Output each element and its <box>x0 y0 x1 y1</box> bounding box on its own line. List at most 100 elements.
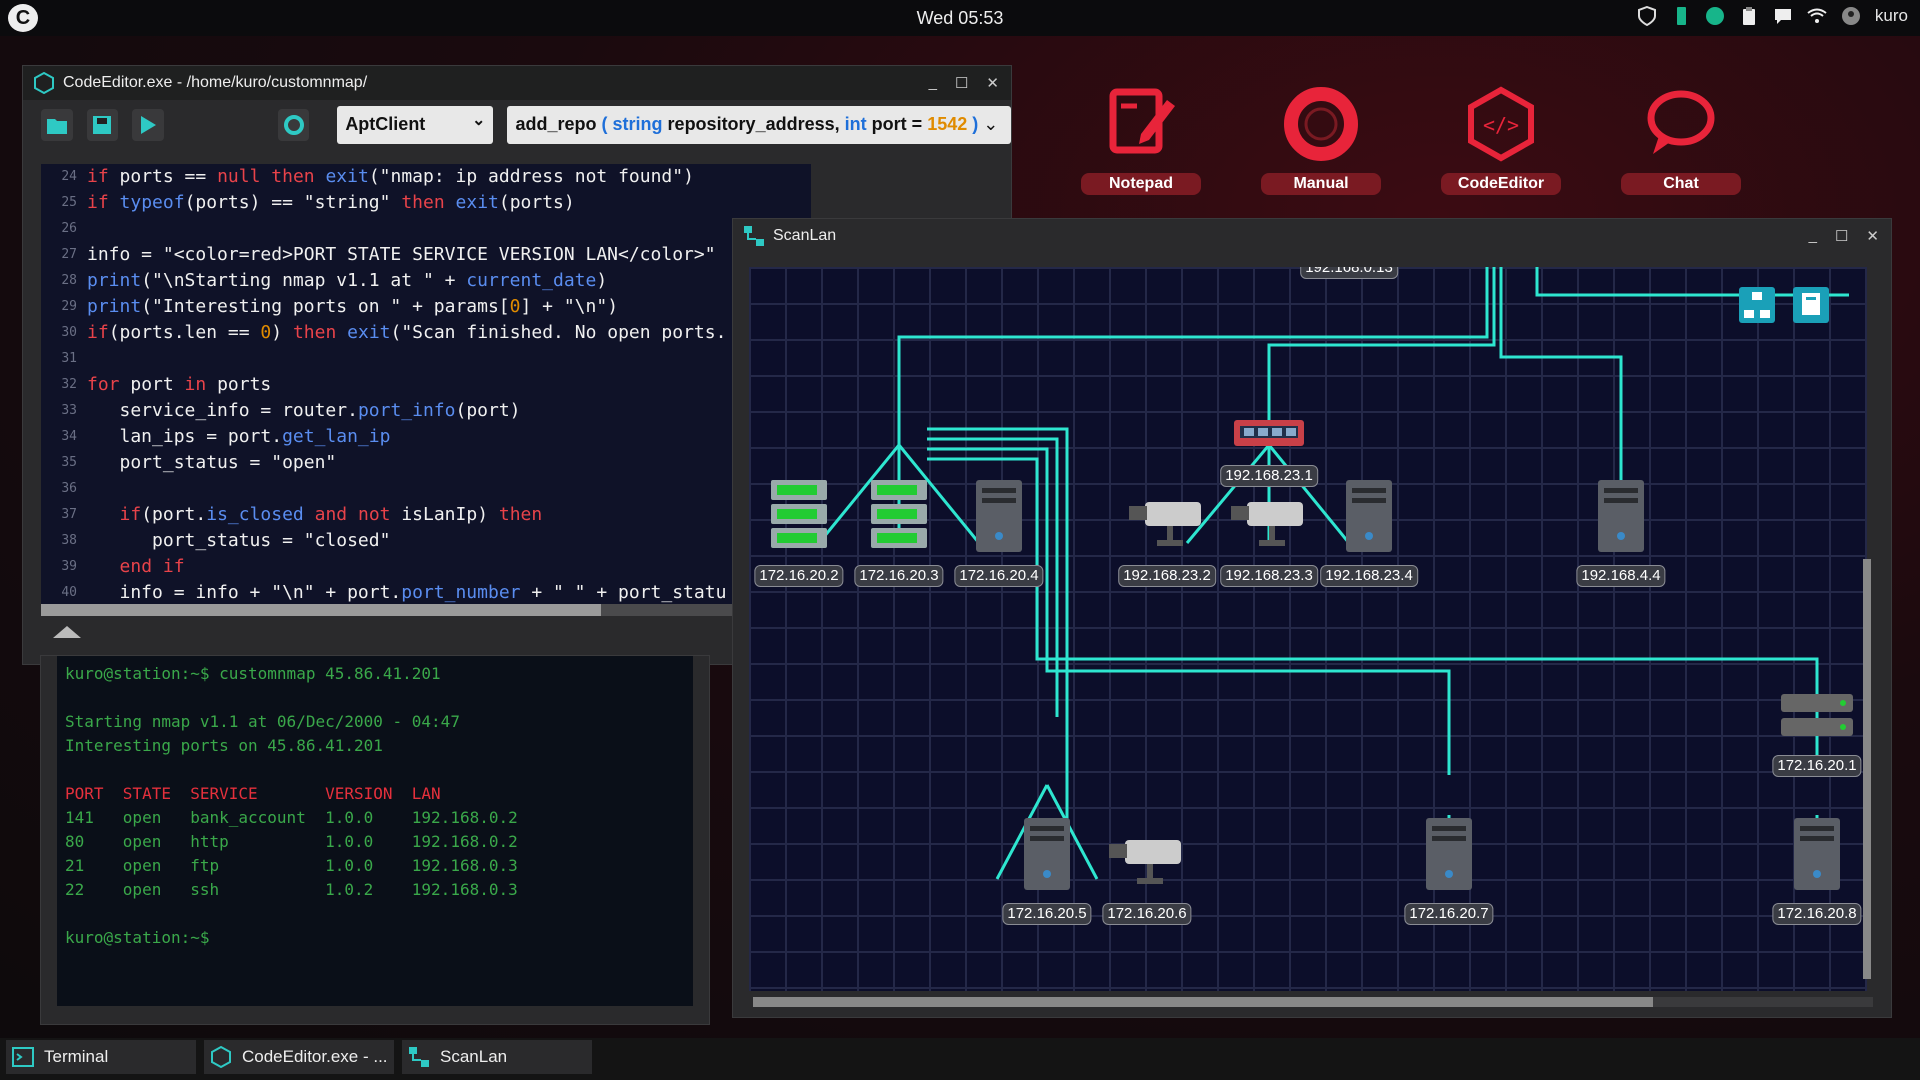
desktop-icon-chat[interactable]: Chat <box>1616 84 1746 195</box>
network-links <box>817 267 1849 885</box>
code-line: 39 end if <box>41 554 811 580</box>
clipboard-icon[interactable] <box>1739 6 1759 26</box>
computer-icon[interactable] <box>1794 818 1840 895</box>
device-info-icon[interactable] <box>1793 287 1829 323</box>
wifi-icon[interactable] <box>1807 6 1827 26</box>
scrollbar-thumb[interactable] <box>41 604 601 616</box>
code-text: print("\nStarting nmap v1.1 at " + curre… <box>87 270 608 291</box>
close-icon[interactable]: ✕ <box>1866 228 1879 245</box>
minimize-icon[interactable]: _ <box>928 74 937 91</box>
chat-icon[interactable] <box>1773 6 1793 26</box>
line-number: 39 <box>61 559 77 574</box>
node-ip-label: 172.16.20.6 <box>1102 903 1192 925</box>
computer-icon[interactable] <box>1426 818 1472 895</box>
library-select[interactable]: AptClient <box>337 106 494 144</box>
code-editor-titlebar[interactable]: CodeEditor.exe - /home/kuro/customnmap/ … <box>23 66 1011 100</box>
code-editor-icon: </> <box>1468 86 1534 162</box>
code-text: end if <box>119 556 185 577</box>
node-ip-label: 172.16.20.4 <box>954 565 1044 587</box>
system-tray: kuro <box>1637 6 1908 26</box>
scanlan-horizontal-scrollbar[interactable] <box>753 997 1873 1007</box>
computer-icon[interactable] <box>1346 480 1392 557</box>
taskbar-item-terminal[interactable]: Terminal <box>6 1040 196 1074</box>
node-ip-label: 172.16.20.5 <box>1002 903 1092 925</box>
terminal-output[interactable]: kuro@station:~$ customnmap 45.86.41.201 … <box>57 656 693 1006</box>
code-line: 38 port_status = "closed" <box>41 528 811 554</box>
scrollbar-thumb[interactable] <box>753 997 1653 1007</box>
minimize-icon[interactable]: _ <box>1808 227 1817 244</box>
network-status-icon[interactable] <box>1705 6 1725 26</box>
router-red-icon[interactable] <box>1234 412 1304 457</box>
svg-text:</>: </> <box>1483 113 1519 137</box>
scanlan-vertical-scrollbar[interactable] <box>1863 559 1871 979</box>
code-text: lan_ips = port.get_lan_ip <box>87 426 391 447</box>
taskbar-item-codeeditor[interactable]: CodeEditor.exe - ... <box>204 1040 394 1074</box>
node-ip-label: 192.168.23.2 <box>1118 565 1216 587</box>
run-button[interactable] <box>132 109 164 141</box>
desktop-icon-manual[interactable]: Manual <box>1256 84 1386 195</box>
notepad-icon <box>1109 88 1175 154</box>
code-text: if typeof(ports) == "string" then exit(p… <box>87 192 575 213</box>
folder-icon <box>46 119 67 134</box>
play-icon <box>140 116 156 134</box>
taskbar-label: ScanLan <box>440 1047 508 1066</box>
chat-icon <box>1647 90 1715 154</box>
server-rack-icon[interactable] <box>771 480 827 557</box>
network-icon <box>744 226 764 246</box>
code-text: service_info = router.port_info(port) <box>87 400 521 421</box>
terminal-window: kuro@station:~$ customnmap 45.86.41.201 … <box>40 655 710 1025</box>
maximize-icon[interactable]: ☐ <box>954 75 969 92</box>
camera-icon[interactable] <box>1231 492 1307 557</box>
scanlan-titlebar[interactable]: ScanLan _☐✕ <box>733 219 1891 253</box>
line-number: 24 <box>61 169 77 184</box>
computer-icon[interactable] <box>976 480 1022 557</box>
line-number: 31 <box>61 351 77 366</box>
code-text: for port in ports <box>87 374 272 395</box>
desktop-icon-codeeditor[interactable]: </> CodeEditor <box>1436 84 1566 195</box>
clock[interactable]: Wed 05:53 <box>916 8 1004 28</box>
computer-icon[interactable] <box>1024 818 1070 895</box>
close-icon[interactable]: ✕ <box>986 75 999 92</box>
terminal-icon <box>12 1047 34 1067</box>
code-horizontal-scrollbar[interactable] <box>41 604 811 616</box>
method-select[interactable]: add_repo ( string repository_address, in… <box>507 106 1011 144</box>
user-icon[interactable] <box>1841 6 1861 26</box>
line-number: 32 <box>61 377 77 392</box>
code-editor-icon <box>34 72 54 94</box>
battery-icon[interactable] <box>1671 6 1691 26</box>
terminal-row: 22 open ssh 1.0.2 192.168.0.3 <box>65 880 518 899</box>
line-number: 28 <box>61 273 77 288</box>
terminal-row: 80 open http 1.0.0 192.168.0.2 <box>65 832 518 851</box>
save-button[interactable] <box>86 109 119 141</box>
collapse-up-icon[interactable] <box>53 624 81 638</box>
taskbar-item-scanlan[interactable]: ScanLan <box>402 1040 592 1074</box>
server-rack-icon[interactable] <box>871 480 927 557</box>
node-ip-label: 172.16.20.2 <box>754 565 844 587</box>
desktop-icon-notepad[interactable]: Notepad <box>1076 84 1206 195</box>
open-folder-button[interactable] <box>41 109 73 141</box>
username[interactable]: kuro <box>1874 6 1908 25</box>
router-locked-icon[interactable] <box>1781 690 1853 747</box>
terminal-line: kuro@station:~$ customnmap 45.86.41.201 <box>65 664 441 683</box>
camera-icon[interactable] <box>1129 492 1205 557</box>
terminal-row: 21 open ftp 1.0.0 192.168.0.3 <box>65 856 518 875</box>
camera-icon[interactable] <box>1109 830 1185 895</box>
library-button[interactable] <box>277 109 310 141</box>
node-ip-label: 172.16.20.8 <box>1772 903 1862 925</box>
shield-icon[interactable] <box>1637 6 1657 26</box>
code-line: 32 for port in ports <box>41 372 811 398</box>
topology-icon[interactable] <box>1739 287 1775 323</box>
line-number: 34 <box>61 429 77 444</box>
os-logo[interactable]: C <box>8 4 38 32</box>
node-ip-label: 192.168.23.3 <box>1220 565 1318 587</box>
node-ip-label: 172.16.20.3 <box>854 565 944 587</box>
maximize-icon[interactable]: ☐ <box>1834 228 1849 245</box>
line-number: 29 <box>61 299 77 314</box>
computer-icon[interactable] <box>1598 480 1644 557</box>
